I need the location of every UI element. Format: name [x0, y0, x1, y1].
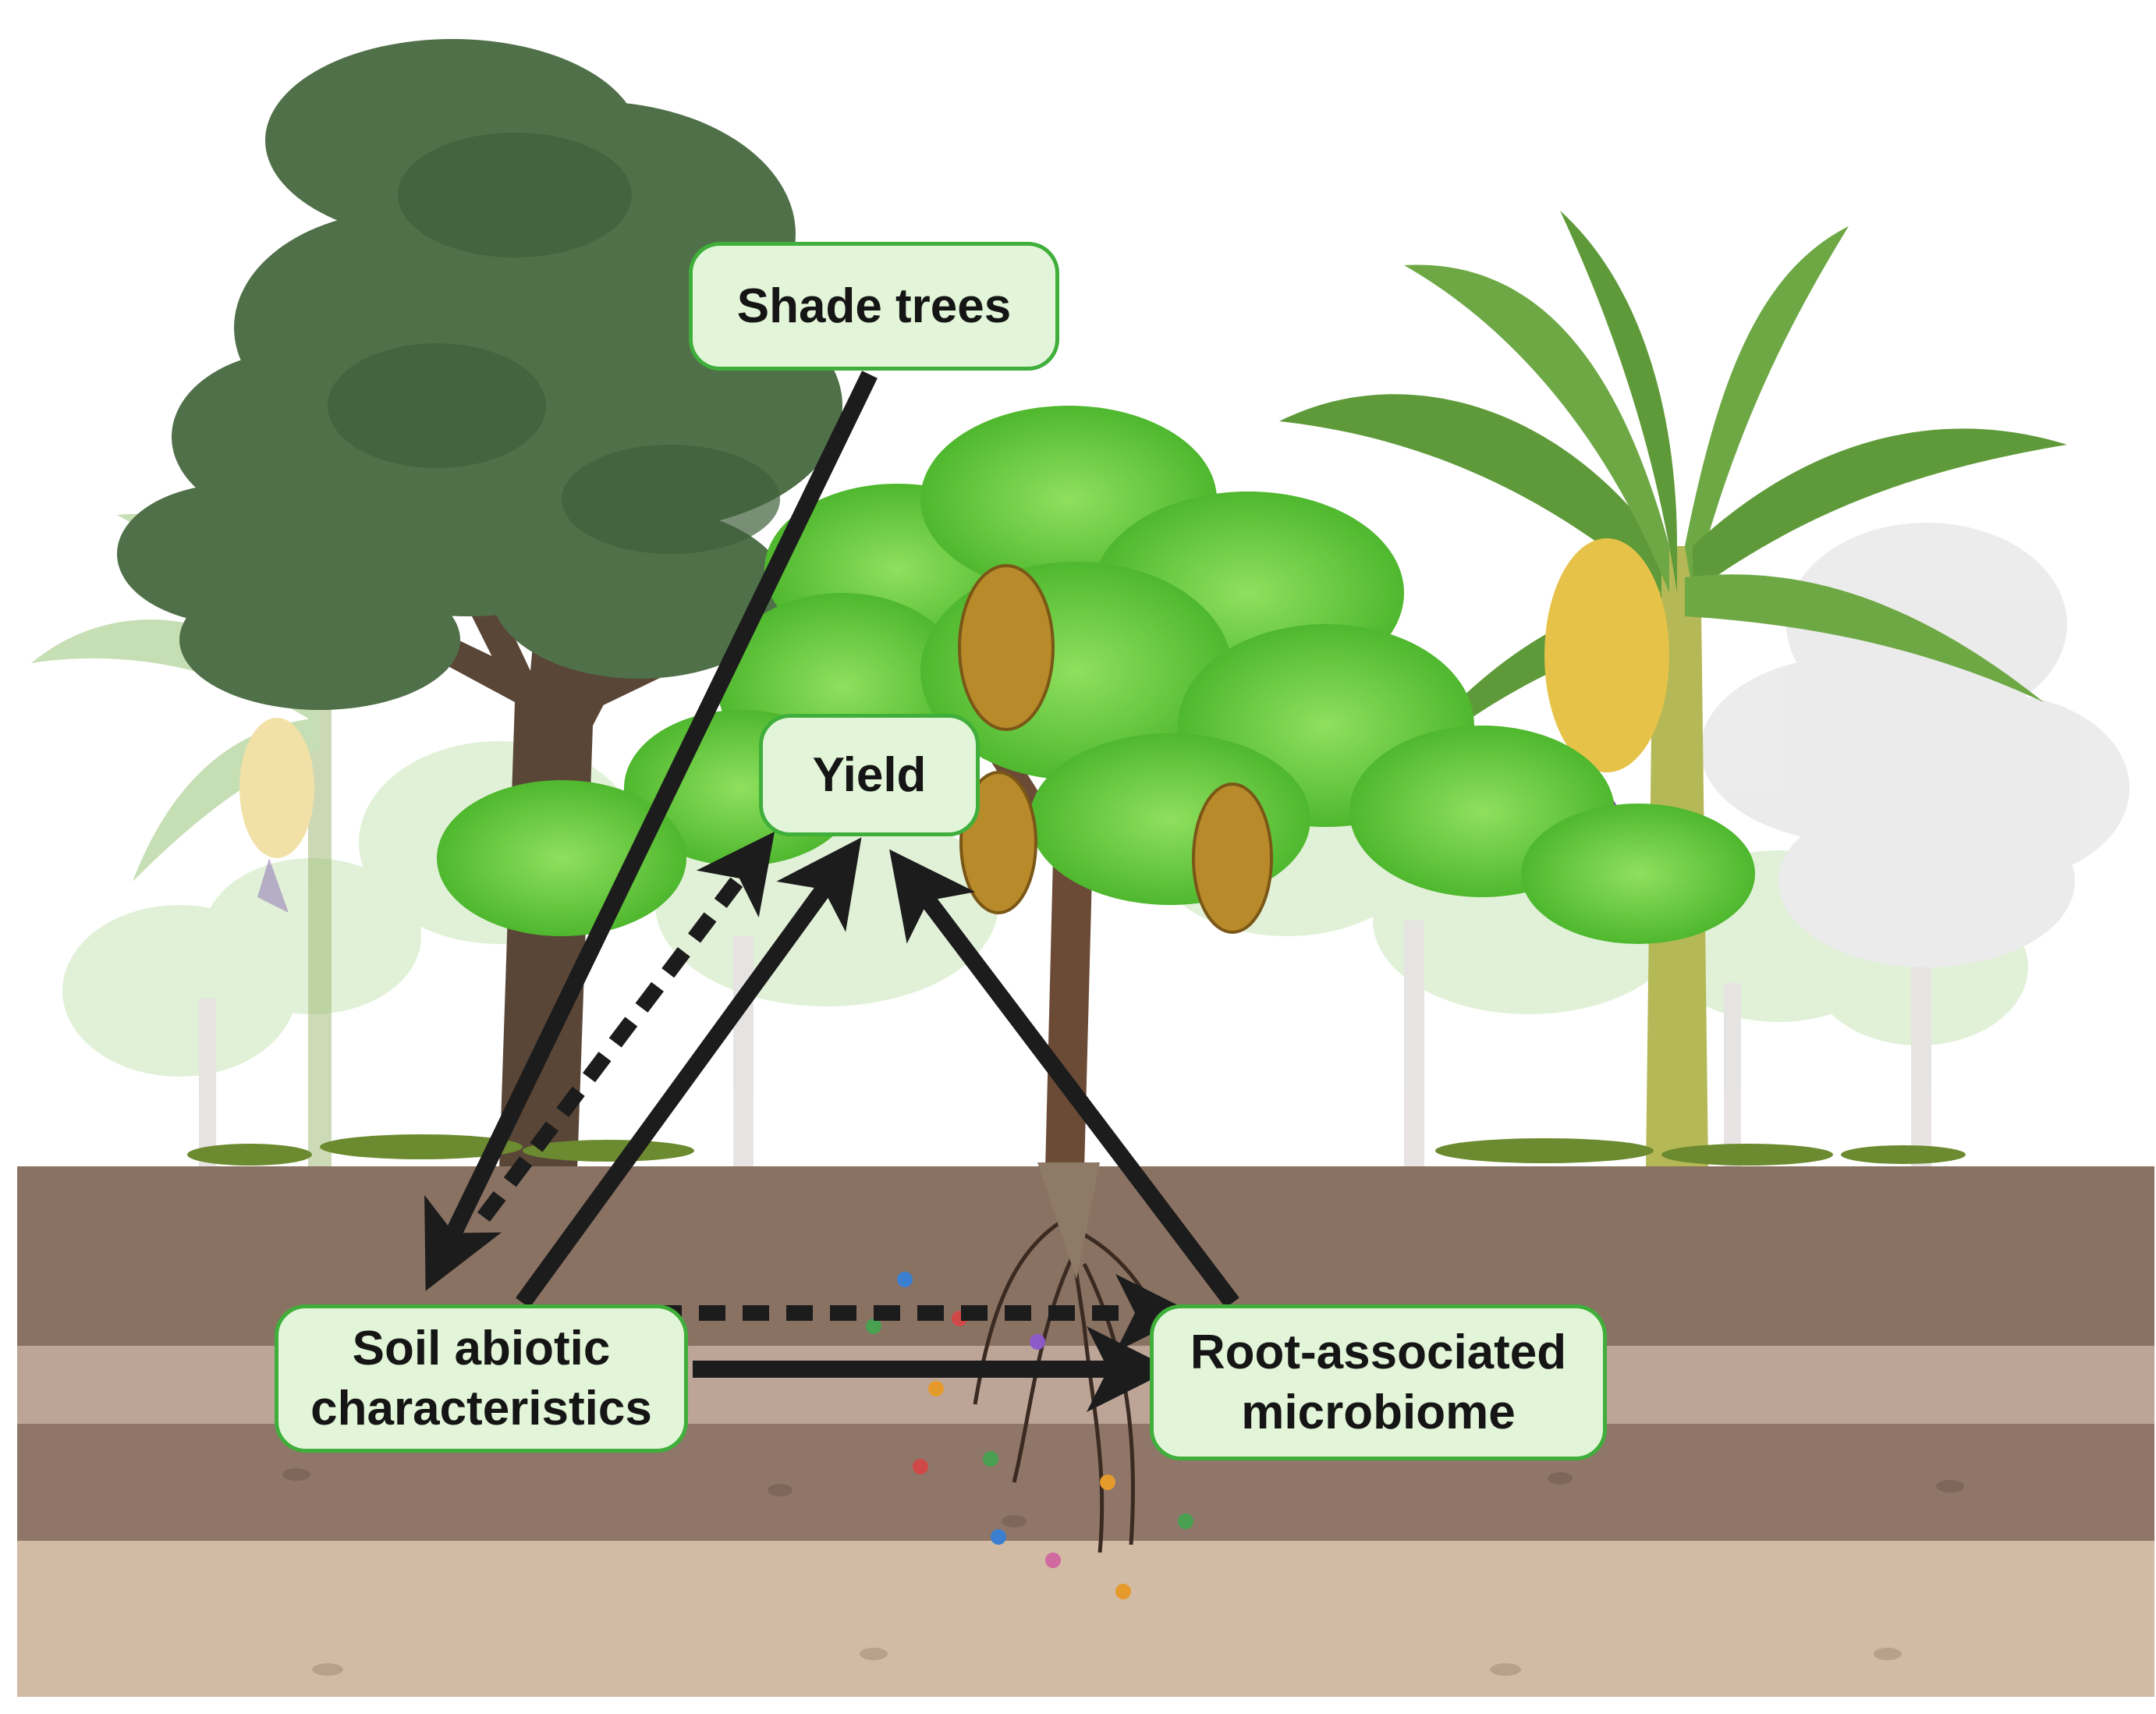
node-yield: Yield: [759, 714, 980, 836]
node-soil-label-line2: characteristics: [310, 1382, 652, 1435]
taproot: [1037, 1162, 1100, 1279]
leaf-litter: [187, 1134, 1966, 1166]
arrow-shade-to-soil: [424, 371, 878, 1291]
shade-tree: [117, 39, 842, 1170]
arrow-microbiome-to-yield: [889, 849, 1239, 1308]
node-shade-trees-label: Shade trees: [736, 279, 1012, 333]
node-shade-trees: Shade trees: [689, 242, 1059, 371]
node-soil-label-line1: Soil abiotic: [352, 1321, 611, 1375]
node-soil-abiotic: Soil abiotic characteristics: [275, 1304, 688, 1453]
node-root-microbiome: Root-associated microbiome: [1150, 1304, 1607, 1460]
diagram-arrows: [424, 371, 1239, 1412]
node-microbiome-label-line1: Root-associated: [1190, 1325, 1567, 1379]
node-yield-label: Yield: [812, 747, 927, 802]
node-microbiome-label-line2: microbiome: [1241, 1386, 1516, 1439]
arrow-soil-to-yield: [516, 837, 862, 1308]
arrow-soil-to-yield-dashed: [477, 832, 775, 1223]
